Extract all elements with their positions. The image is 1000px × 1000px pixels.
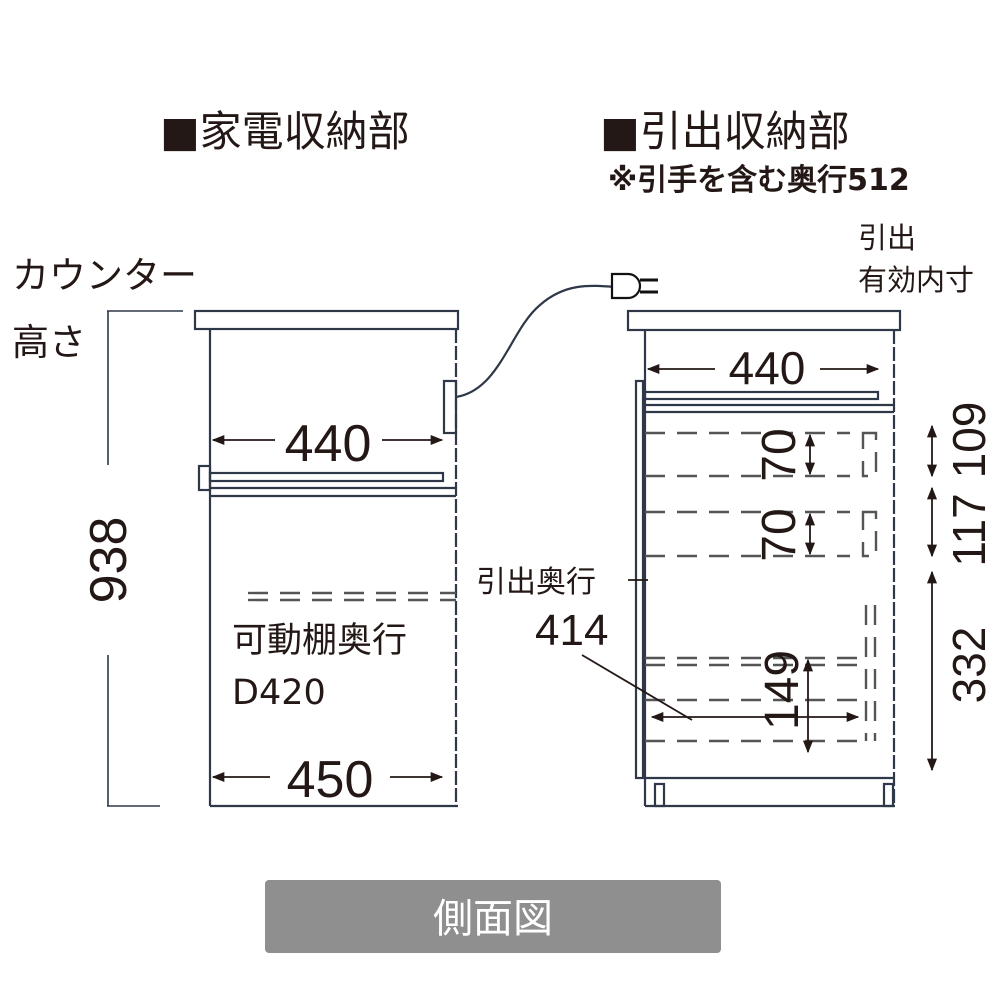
drawer-height-3: 149: [756, 650, 809, 730]
drawer-height-1: 70: [753, 428, 806, 481]
shelf-depth-label: 可動棚奥行: [232, 621, 407, 661]
power-cord: [455, 284, 616, 399]
drawer-depth-label: 引出奥行: [476, 565, 596, 600]
shelf-depth-value: D420: [232, 673, 326, 713]
side-view-label-text: 側面図: [433, 896, 553, 942]
width-top-dimension: 440: [285, 415, 372, 473]
inner-label-1: 引出: [858, 221, 916, 255]
left-heading: ■家電収納部: [160, 107, 410, 156]
outlet-icon: [442, 379, 458, 435]
inner-label-2: 有効内寸: [858, 263, 974, 297]
drawer-width-dimension: 440: [729, 342, 806, 394]
counter-label-2: 高さ: [12, 321, 86, 364]
plug-icon: [610, 272, 658, 300]
appliance-cabinet: カウンター 高さ 938 440 可動棚奥行 D420 450: [12, 254, 658, 809]
depth-note: ※引手を含む奥行512: [608, 163, 910, 198]
right-heading: ■引出収納部: [600, 107, 850, 156]
side-dim-109: 109: [943, 402, 995, 479]
counter-label-1: カウンター: [12, 254, 197, 297]
side-dim-332: 332: [943, 627, 995, 704]
side-dim-117: 117: [943, 493, 995, 566]
drawer-height-2: 70: [753, 508, 806, 561]
drawer-depth-value: 414: [535, 606, 608, 655]
drawer-cabinet: 440 70 70 149 引出奥行 414 109 117 332: [476, 309, 995, 808]
height-dimension: 938: [80, 517, 138, 604]
width-bottom-dimension: 450: [287, 751, 374, 809]
side-view-label: 側面図: [265, 880, 721, 953]
